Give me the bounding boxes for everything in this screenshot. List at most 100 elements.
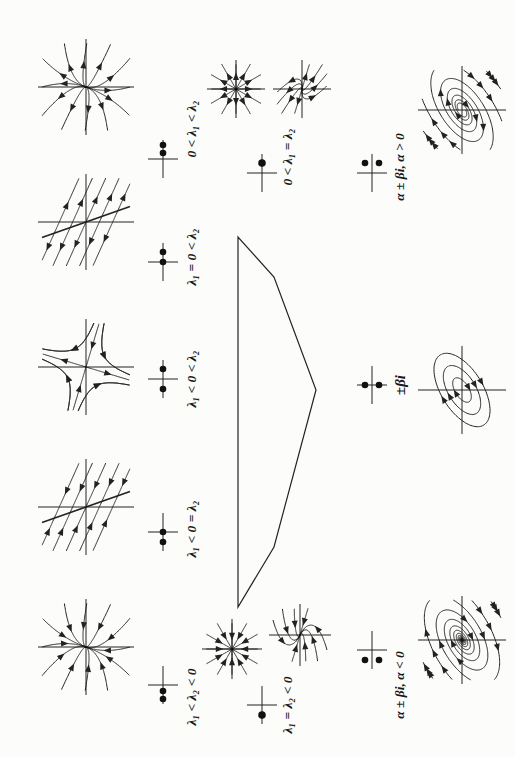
phase-portrait (38, 39, 134, 135)
arrow-head (215, 637, 223, 643)
arrow-head (220, 658, 226, 666)
case-label: λ₁ = 0 < λ₂ (184, 228, 200, 285)
imag-axis (357, 385, 387, 386)
eigenvalue-dot (160, 142, 167, 149)
arrow-head (220, 92, 228, 98)
arrow-head (471, 380, 477, 388)
arrow-head (308, 95, 316, 101)
trajectory (431, 70, 484, 141)
axis (418, 110, 506, 111)
trajectory (86, 324, 99, 367)
arrow-head (215, 654, 223, 660)
arrow-head (431, 118, 438, 126)
arrow-head (94, 481, 100, 489)
phase-portrait (269, 604, 331, 666)
arrow-head (80, 61, 86, 69)
trajectory (43, 354, 86, 367)
arrow-head (58, 92, 66, 99)
arrow-head (59, 73, 67, 80)
arrow-head (315, 626, 322, 634)
arrow-head (425, 134, 432, 142)
eigenvalue-dot (160, 539, 167, 546)
eigenvalue-dot (160, 688, 167, 695)
arrow-head (494, 643, 500, 651)
eigenvalue-dot (376, 382, 383, 389)
phase-portrait (38, 174, 134, 270)
phase-portrait (273, 60, 331, 118)
arrow-head (58, 631, 66, 638)
arrow-head (492, 78, 499, 86)
eigenvalue-dot (258, 711, 266, 719)
arrow-head (229, 658, 235, 666)
arrow-head (71, 345, 79, 351)
eigenvalue-plot (247, 686, 277, 724)
trajectory (236, 89, 250, 114)
arrow-head (479, 631, 485, 639)
trajectory (73, 367, 86, 410)
eigenvalue-dot (376, 160, 383, 167)
arrow-head (472, 114, 478, 122)
trajectory (434, 353, 490, 426)
arrow-head (104, 87, 112, 93)
arrow-head (441, 396, 447, 404)
arrow-head (66, 375, 72, 383)
eigenvalue-dot (376, 657, 383, 664)
arrow-head (467, 632, 473, 640)
trajectory (42, 323, 93, 351)
case-label: α ± βi, α > 0 (392, 133, 408, 201)
arrow-head (227, 73, 233, 81)
imag-axis (247, 173, 277, 174)
trajectory (424, 600, 452, 679)
arrow-head (233, 98, 239, 106)
eigenvalue-dot (160, 150, 167, 157)
case-label: λ₁ < 0 < λ₂ (184, 350, 200, 407)
eigenvalue-dot (160, 249, 167, 256)
arrow-head (446, 98, 452, 106)
case-label: 0 < λ₁ = λ₂ (280, 128, 296, 185)
trajectory (282, 609, 300, 640)
case-label: λ₁ < λ₂ < 0 (184, 668, 200, 725)
arrow-head (103, 647, 111, 653)
trajectory (102, 323, 130, 374)
arrow-head (93, 383, 101, 389)
arrow-head (286, 86, 293, 93)
trajectory (42, 646, 86, 675)
arrow-head (480, 124, 486, 132)
eigenvalue-plot (357, 631, 387, 669)
eigenvalue-dot (362, 657, 369, 664)
arrow-head (460, 615, 467, 622)
arrow-head (101, 519, 107, 527)
arrow-head (241, 646, 249, 652)
arrow-head (239, 73, 245, 81)
arrow-head (220, 632, 226, 640)
equilibrium-line (42, 207, 130, 238)
arrow-head (61, 641, 69, 647)
arrow-head (438, 89, 444, 97)
trajectory (86, 87, 108, 131)
arrow-head (60, 242, 66, 250)
arrow-head (105, 94, 113, 101)
arrow-head (66, 375, 72, 383)
imag-axis (247, 705, 277, 706)
arrow-head (292, 621, 298, 629)
arrow-head (57, 528, 63, 536)
arrow-head (244, 92, 252, 98)
trajectory (42, 323, 93, 351)
eigenvalue-plot (247, 154, 277, 192)
arrow-head (241, 654, 249, 660)
arrow-head (233, 73, 239, 81)
imag-axis (148, 379, 178, 380)
arrow-head (464, 383, 470, 391)
trajectory (300, 630, 318, 661)
trajectory (64, 604, 86, 648)
eigenvalue-dot (160, 529, 167, 536)
arrow-head (68, 64, 74, 72)
trajectory (211, 89, 236, 103)
arrow-head (457, 658, 464, 665)
trajectory (236, 75, 261, 89)
trajectory (302, 65, 322, 91)
axis (418, 390, 506, 391)
arrow-head (81, 622, 87, 630)
arrow-head (91, 341, 97, 349)
